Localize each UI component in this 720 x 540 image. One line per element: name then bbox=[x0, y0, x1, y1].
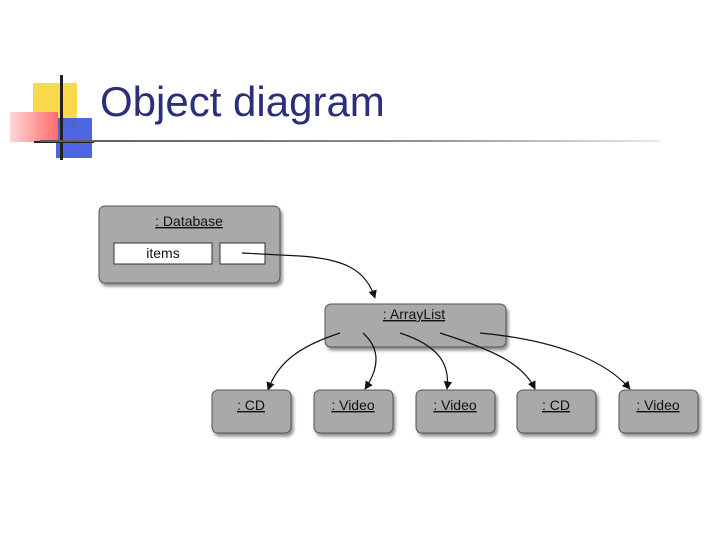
element-arrow-2 bbox=[362, 332, 377, 390]
element-arrow-1 bbox=[266, 332, 341, 391]
element-label: : Video bbox=[636, 397, 680, 413]
element-object-video-2: : Video bbox=[415, 389, 496, 434]
title-underline bbox=[40, 140, 660, 142]
element-arrow-4 bbox=[439, 332, 536, 390]
element-arrow-5 bbox=[479, 332, 631, 390]
logo-red-square bbox=[10, 112, 58, 142]
slide-title: Object diagram bbox=[100, 78, 385, 125]
element-object-video-1: : Video bbox=[313, 389, 394, 434]
element-object-video-3: : Video bbox=[618, 389, 699, 434]
element-label: : Video bbox=[433, 397, 477, 413]
element-arrow-3 bbox=[399, 332, 453, 390]
arraylist-object: : ArrayList bbox=[324, 303, 507, 348]
database-object: : Database items bbox=[98, 205, 281, 284]
logo-horizontal-line bbox=[34, 141, 94, 143]
element-object-cd-2: : CD bbox=[516, 389, 597, 434]
arraylist-label: : ArrayList bbox=[383, 306, 445, 322]
items-field-name-box bbox=[113, 242, 213, 265]
items-field-label: items bbox=[146, 245, 179, 261]
element-label: : Video bbox=[331, 397, 375, 413]
items-reference-arrow bbox=[241, 252, 377, 299]
database-label: : Database bbox=[155, 213, 223, 229]
element-object-cd-1: : CD bbox=[211, 389, 292, 434]
logo-vertical-line bbox=[60, 75, 63, 160]
element-label: : CD bbox=[237, 397, 265, 413]
element-label: : CD bbox=[542, 397, 570, 413]
